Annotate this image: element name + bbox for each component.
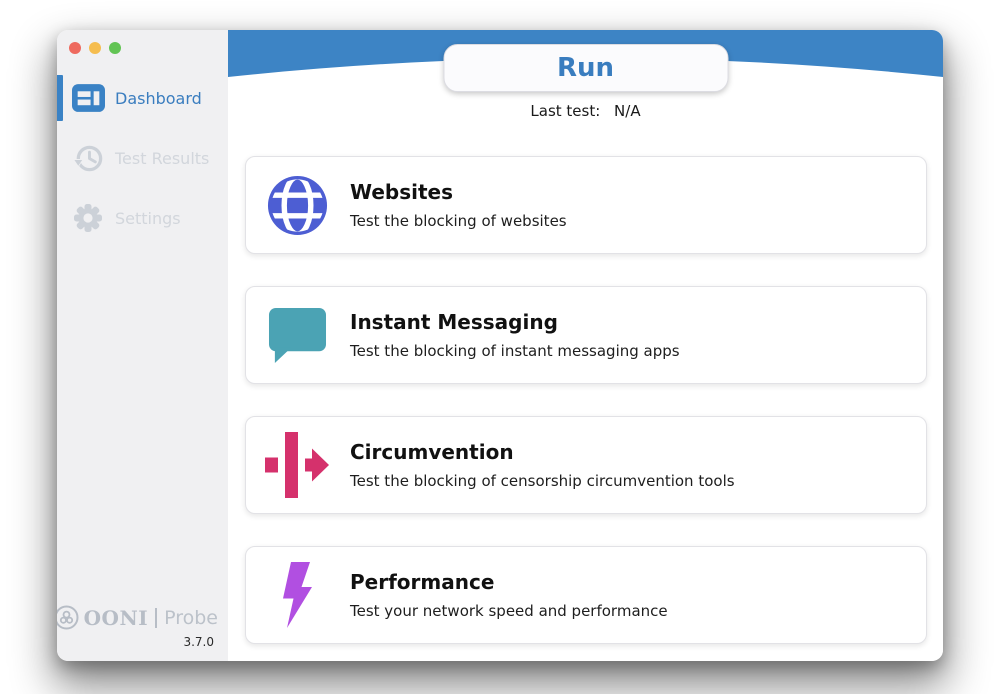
- main-content: Run Last test: N/A: [228, 30, 943, 661]
- card-description: Test the blocking of instant messaging a…: [350, 341, 680, 360]
- sidebar: Dashboard Test Results: [57, 30, 228, 661]
- last-test-status: Last test: N/A: [228, 102, 943, 120]
- card-title: Websites: [350, 179, 454, 204]
- ooni-probe-logo: OONI Probe: [57, 605, 218, 630]
- card-title: Circumvention: [350, 439, 514, 464]
- detour-arrow-icon: [262, 432, 332, 498]
- sidebar-item-label: Test Results: [115, 148, 210, 168]
- test-card-list: Websites Test the blocking of websites: [245, 156, 927, 644]
- sidebar-item-settings[interactable]: Settings: [57, 195, 228, 241]
- card-text: Performance Test your network speed and …: [350, 569, 668, 620]
- globe-icon: [262, 174, 332, 237]
- lightning-bolt-icon: [262, 562, 332, 628]
- run-button[interactable]: Run: [443, 44, 728, 92]
- active-indicator-bar: [57, 75, 63, 121]
- chat-bubble-icon: [262, 306, 332, 364]
- traffic-lights: [57, 30, 228, 54]
- last-test-label: Last test:: [530, 102, 601, 120]
- card-description: Test your network speed and performance: [350, 601, 668, 620]
- sidebar-footer: OONI Probe 3.7.0: [57, 605, 218, 649]
- card-title: Performance: [350, 569, 495, 594]
- brand-probe-text: Probe: [164, 606, 218, 629]
- card-description: Test the blocking of websites: [350, 211, 567, 230]
- card-websites[interactable]: Websites Test the blocking of websites: [245, 156, 927, 254]
- sidebar-item-label: Dashboard: [115, 88, 202, 108]
- close-window-button[interactable]: [69, 42, 81, 54]
- sidebar-nav: Dashboard Test Results: [57, 75, 228, 241]
- brand-ooni-text: OONI: [83, 605, 149, 630]
- sidebar-item-label: Settings: [115, 208, 181, 228]
- card-text: Instant Messaging Test the blocking of i…: [350, 309, 680, 360]
- dashboard-icon: [70, 84, 106, 112]
- card-performance[interactable]: Performance Test your network speed and …: [245, 546, 927, 644]
- sidebar-item-dashboard[interactable]: Dashboard: [57, 75, 228, 121]
- app-window: Dashboard Test Results: [57, 30, 943, 661]
- run-button-label: Run: [556, 53, 615, 83]
- zoom-window-button[interactable]: [109, 42, 121, 54]
- minimize-window-button[interactable]: [89, 42, 101, 54]
- card-text: Websites Test the blocking of websites: [350, 179, 567, 230]
- history-icon: [70, 142, 106, 175]
- gear-icon: [70, 201, 106, 235]
- card-circumvention[interactable]: Circumvention Test the blocking of censo…: [245, 416, 927, 514]
- app-version: 3.7.0: [183, 635, 214, 649]
- sidebar-item-test-results[interactable]: Test Results: [57, 135, 228, 181]
- card-description: Test the blocking of censorship circumve…: [350, 471, 735, 490]
- card-instant-messaging[interactable]: Instant Messaging Test the blocking of i…: [245, 286, 927, 384]
- card-text: Circumvention Test the blocking of censo…: [350, 439, 735, 490]
- last-test-value: N/A: [614, 102, 641, 120]
- ooni-logo-mark-icon: [57, 605, 79, 630]
- brand-separator: [155, 607, 158, 628]
- card-title: Instant Messaging: [350, 309, 558, 334]
